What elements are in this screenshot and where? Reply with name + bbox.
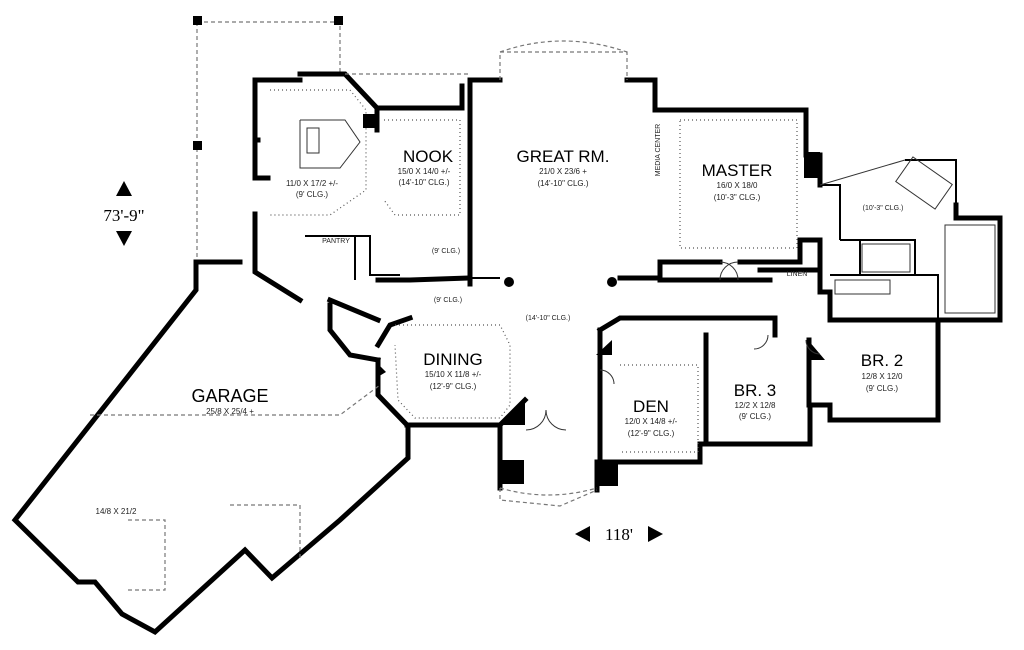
ceiling-outlines <box>90 40 996 591</box>
pantry-label: PANTRY <box>322 238 350 245</box>
br3-size: 12/2 X 12/8 <box>735 401 776 410</box>
interior-walls <box>305 159 957 463</box>
room-master: MASTER 16/0 X 18/0 (10'-3" CLG.) <box>702 161 773 202</box>
master-name: MASTER <box>702 161 773 180</box>
overall-width-dimension: 118' <box>575 525 663 544</box>
nook-ceiling: (14'-10" CLG.) <box>398 178 449 187</box>
room-garage: GARAGE 25/8 X 25/4 + 14/8 X 21/2 <box>96 386 269 516</box>
master-size: 16/0 X 18/0 <box>717 181 758 190</box>
br3-ceiling: (9' CLG.) <box>739 412 772 421</box>
dining-ceiling: (12'-9" CLG.) <box>430 382 477 391</box>
room-kitchen: 11/0 X 17/2 +/- (9' CLG.) PANTRY <box>286 179 350 245</box>
media-center-label: MEDIA CENTER <box>655 124 662 177</box>
kitchen-ceiling: (9' CLG.) <box>296 190 329 199</box>
br2-ceiling: (9' CLG.) <box>866 384 899 393</box>
room-br3: BR. 3 12/2 X 12/8 (9' CLG.) <box>734 381 777 421</box>
room-nook: NOOK 15/0 X 14/0 +/- (14'-10" CLG.) (9' … <box>398 147 460 255</box>
room-great: GREAT RM. 21/0 X 23/6 + (14'-10" CLG.) <box>517 147 610 188</box>
structural-posts <box>363 114 825 486</box>
nook-size: 15/0 X 14/0 +/- <box>398 167 451 176</box>
master-ceiling: (10'-3" CLG.) <box>714 193 761 202</box>
br2-name: BR. 2 <box>861 351 904 370</box>
overall-width-label: 118' <box>605 525 633 544</box>
great-size: 21/0 X 23/6 + <box>539 167 587 176</box>
misc-annotations: (9' CLG.) (14'-10" CLG.) (10'-3" CLG.) L… <box>434 124 903 322</box>
overall-depth-label: 73'-9" <box>103 206 144 225</box>
garage-sub-size: 14/8 X 21/2 <box>96 507 137 516</box>
exterior-walls <box>11 71 1003 636</box>
linen-label: LINEN <box>787 271 808 278</box>
overall-depth-dimension: 73'-9" <box>103 181 145 246</box>
den-ceiling: (12'-9" CLG.) <box>628 429 675 438</box>
den-size: 12/0 X 14/8 +/- <box>625 417 678 426</box>
garage-name: GARAGE <box>191 386 268 406</box>
covered-patio <box>193 16 343 262</box>
doors <box>525 261 821 431</box>
den-name: DEN <box>633 397 669 416</box>
dining-name: DINING <box>423 350 483 369</box>
hall-ceiling: (9' CLG.) <box>434 297 462 304</box>
great-ceiling: (14'-10" CLG.) <box>537 179 588 188</box>
kitchen-size: 11/0 X 17/2 +/- <box>286 179 338 188</box>
room-br2: BR. 2 12/8 X 12/0 (9' CLG.) <box>861 351 904 393</box>
nook-ceiling-annotation: (9' CLG.) <box>432 248 460 255</box>
dining-size: 15/10 X 11/8 +/- <box>425 370 482 379</box>
br3-name: BR. 3 <box>734 381 777 400</box>
foyer-ceiling: (14'-10" CLG.) <box>526 315 571 322</box>
br2-size: 12/8 X 12/0 <box>862 372 903 381</box>
bath-ceiling: (10'-3" CLG.) <box>863 205 904 212</box>
room-den: DEN 12/0 X 14/8 +/- (12'-9" CLG.) <box>625 397 678 438</box>
garage-size: 25/8 X 25/4 + <box>206 407 254 416</box>
nook-name: NOOK <box>403 147 454 166</box>
great-name: GREAT RM. <box>517 147 610 166</box>
room-dining: DINING 15/10 X 11/8 +/- (12'-9" CLG.) <box>423 350 483 391</box>
